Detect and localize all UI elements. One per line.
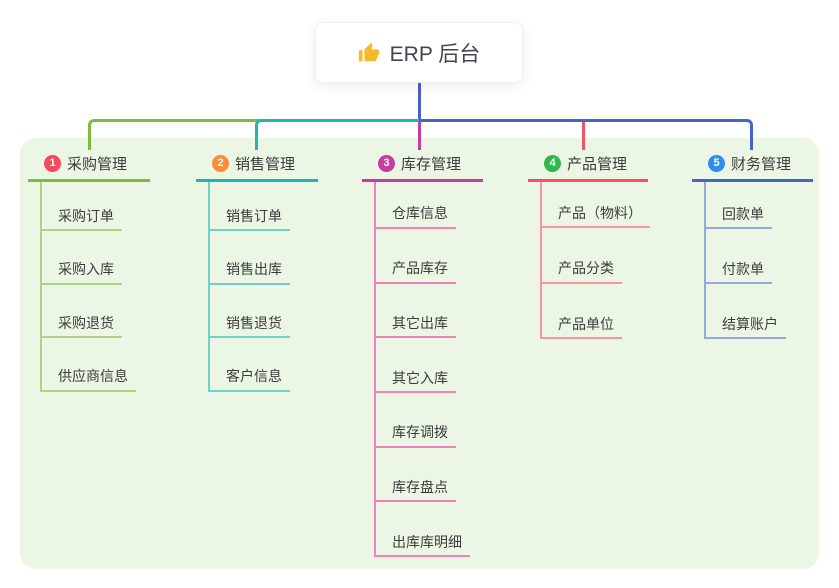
child-node-label[interactable]: 产品（物料） bbox=[540, 205, 650, 228]
branch-label: 财务管理 bbox=[731, 156, 792, 173]
branch-badge: 4 bbox=[544, 155, 561, 172]
child-item: 采购入库 bbox=[40, 231, 136, 285]
root-node[interactable]: ERP 后台 bbox=[315, 22, 523, 83]
branch-label: 销售管理 bbox=[235, 156, 296, 173]
child-node-label[interactable]: 采购入库 bbox=[40, 261, 122, 285]
child-item: 出库库明细 bbox=[374, 502, 470, 558]
child-node-label[interactable]: 采购订单 bbox=[40, 208, 122, 231]
connector-branch-inventory bbox=[418, 122, 421, 150]
child-node-label[interactable]: 出库库明细 bbox=[374, 534, 470, 558]
root-node-label: ERP 后台 bbox=[389, 42, 481, 66]
child-item: 产品库存 bbox=[374, 229, 470, 284]
child-node-label[interactable]: 产品库存 bbox=[374, 260, 456, 284]
child-node-label[interactable]: 其它出库 bbox=[374, 315, 456, 339]
connector-branch-product bbox=[582, 122, 585, 150]
branch-header-inventory[interactable]: 3 库存管理 bbox=[362, 148, 483, 182]
branch-rail-inventory bbox=[374, 182, 376, 558]
child-item: 采购退货 bbox=[40, 285, 136, 338]
connector-branch-purchase bbox=[88, 119, 419, 150]
branch-children-finance: 回款单付款单结算账户 bbox=[704, 174, 786, 339]
child-node-label[interactable]: 结算账户 bbox=[704, 316, 786, 339]
child-item: 客户信息 bbox=[208, 338, 290, 392]
child-item: 回款单 bbox=[704, 174, 786, 229]
branch-rail-purchase bbox=[40, 182, 42, 392]
branch-label: 库存管理 bbox=[401, 156, 462, 173]
child-node-label[interactable]: 回款单 bbox=[704, 206, 772, 229]
child-item: 销售退货 bbox=[208, 285, 290, 338]
branch-badge: 2 bbox=[212, 155, 229, 172]
child-node-label[interactable]: 付款单 bbox=[704, 261, 772, 284]
child-item: 其它出库 bbox=[374, 284, 470, 339]
child-item: 产品（物料） bbox=[540, 173, 650, 228]
child-node-label[interactable]: 产品分类 bbox=[540, 260, 622, 284]
child-item: 采购订单 bbox=[40, 178, 136, 231]
branch-header-sales[interactable]: 2 销售管理 bbox=[196, 148, 318, 182]
connector-branch-sales bbox=[255, 119, 419, 150]
branch-badge: 5 bbox=[708, 155, 725, 172]
thumbs-up-icon bbox=[358, 42, 380, 64]
branch-rail-finance bbox=[704, 182, 706, 339]
child-item: 销售订单 bbox=[208, 178, 290, 231]
child-item: 销售出库 bbox=[208, 231, 290, 285]
child-node-label[interactable]: 采购退货 bbox=[40, 315, 122, 338]
child-item: 付款单 bbox=[704, 229, 786, 284]
child-node-label[interactable]: 库存盘点 bbox=[374, 479, 456, 503]
branch-badge: 3 bbox=[378, 155, 395, 172]
child-node-label[interactable]: 供应商信息 bbox=[40, 368, 136, 392]
child-item: 产品单位 bbox=[540, 284, 650, 339]
child-item: 库存调拨 bbox=[374, 393, 470, 448]
child-item: 库存盘点 bbox=[374, 448, 470, 503]
child-node-label[interactable]: 其它入库 bbox=[374, 370, 456, 394]
branch-children-sales: 销售订单销售出库销售退货客户信息 bbox=[208, 178, 290, 392]
child-node-label[interactable]: 仓库信息 bbox=[374, 205, 456, 229]
connector-trunk bbox=[418, 83, 421, 122]
branch-header-purchase[interactable]: 1 采购管理 bbox=[28, 148, 150, 182]
child-node-label[interactable]: 销售订单 bbox=[208, 208, 290, 231]
connector-branch-finance bbox=[419, 119, 753, 150]
mindmap-panel bbox=[20, 138, 819, 569]
child-item: 供应商信息 bbox=[40, 338, 136, 392]
branch-children-purchase: 采购订单采购入库采购退货供应商信息 bbox=[40, 178, 136, 392]
child-node-label[interactable]: 销售出库 bbox=[208, 261, 290, 285]
branch-children-inventory: 仓库信息产品库存其它出库其它入库库存调拨库存盘点出库库明细 bbox=[374, 174, 470, 558]
child-node-label[interactable]: 库存调拨 bbox=[374, 424, 456, 448]
branch-label: 产品管理 bbox=[567, 156, 628, 173]
branch-header-finance[interactable]: 5 财务管理 bbox=[692, 148, 813, 182]
branch-label: 采购管理 bbox=[67, 156, 128, 173]
branch-badge: 1 bbox=[44, 155, 61, 172]
child-item: 其它入库 bbox=[374, 338, 470, 394]
branch-header-product[interactable]: 4 产品管理 bbox=[528, 148, 648, 182]
child-node-label[interactable]: 客户信息 bbox=[208, 368, 290, 392]
branch-rail-sales bbox=[208, 182, 210, 392]
child-item: 产品分类 bbox=[540, 228, 650, 284]
child-node-label[interactable]: 销售退货 bbox=[208, 315, 290, 338]
branch-children-product: 产品（物料） 产品分类产品单位 bbox=[540, 173, 650, 339]
child-item: 仓库信息 bbox=[374, 174, 470, 229]
child-node-label[interactable]: 产品单位 bbox=[540, 316, 622, 339]
branch-rail-product bbox=[540, 182, 542, 339]
child-item: 结算账户 bbox=[704, 284, 786, 339]
